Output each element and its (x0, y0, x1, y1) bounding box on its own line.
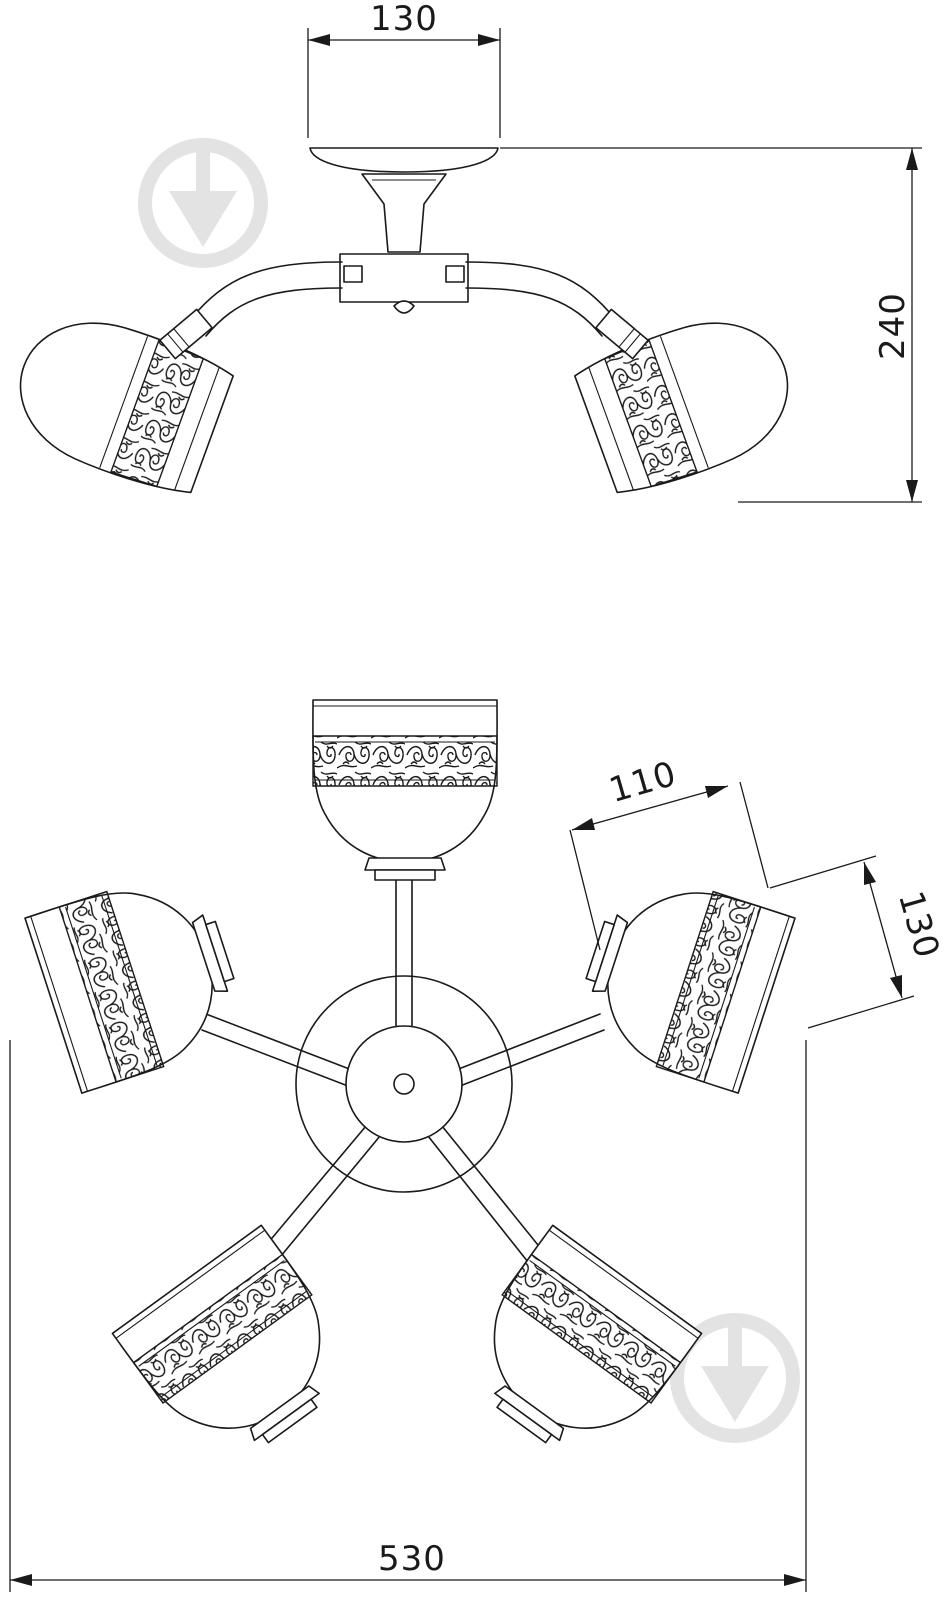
front-elevation (0, 147, 810, 502)
dimension-height: 240 (500, 147, 922, 503)
dimension-label-height: 240 (873, 292, 913, 360)
plan-view (24, 699, 796, 1480)
dimension-top-width: 130 (307, 0, 501, 138)
dimension-shade-height: 130 (769, 855, 947, 1029)
dimension-overall-width: 530 (9, 1040, 807, 1592)
watermark-logo-icon (145, 145, 261, 261)
dimension-label-shade-height: 130 (890, 887, 947, 963)
dimension-label-top-width: 130 (370, 0, 438, 39)
dimension-label-overall-width: 530 (378, 1539, 446, 1579)
